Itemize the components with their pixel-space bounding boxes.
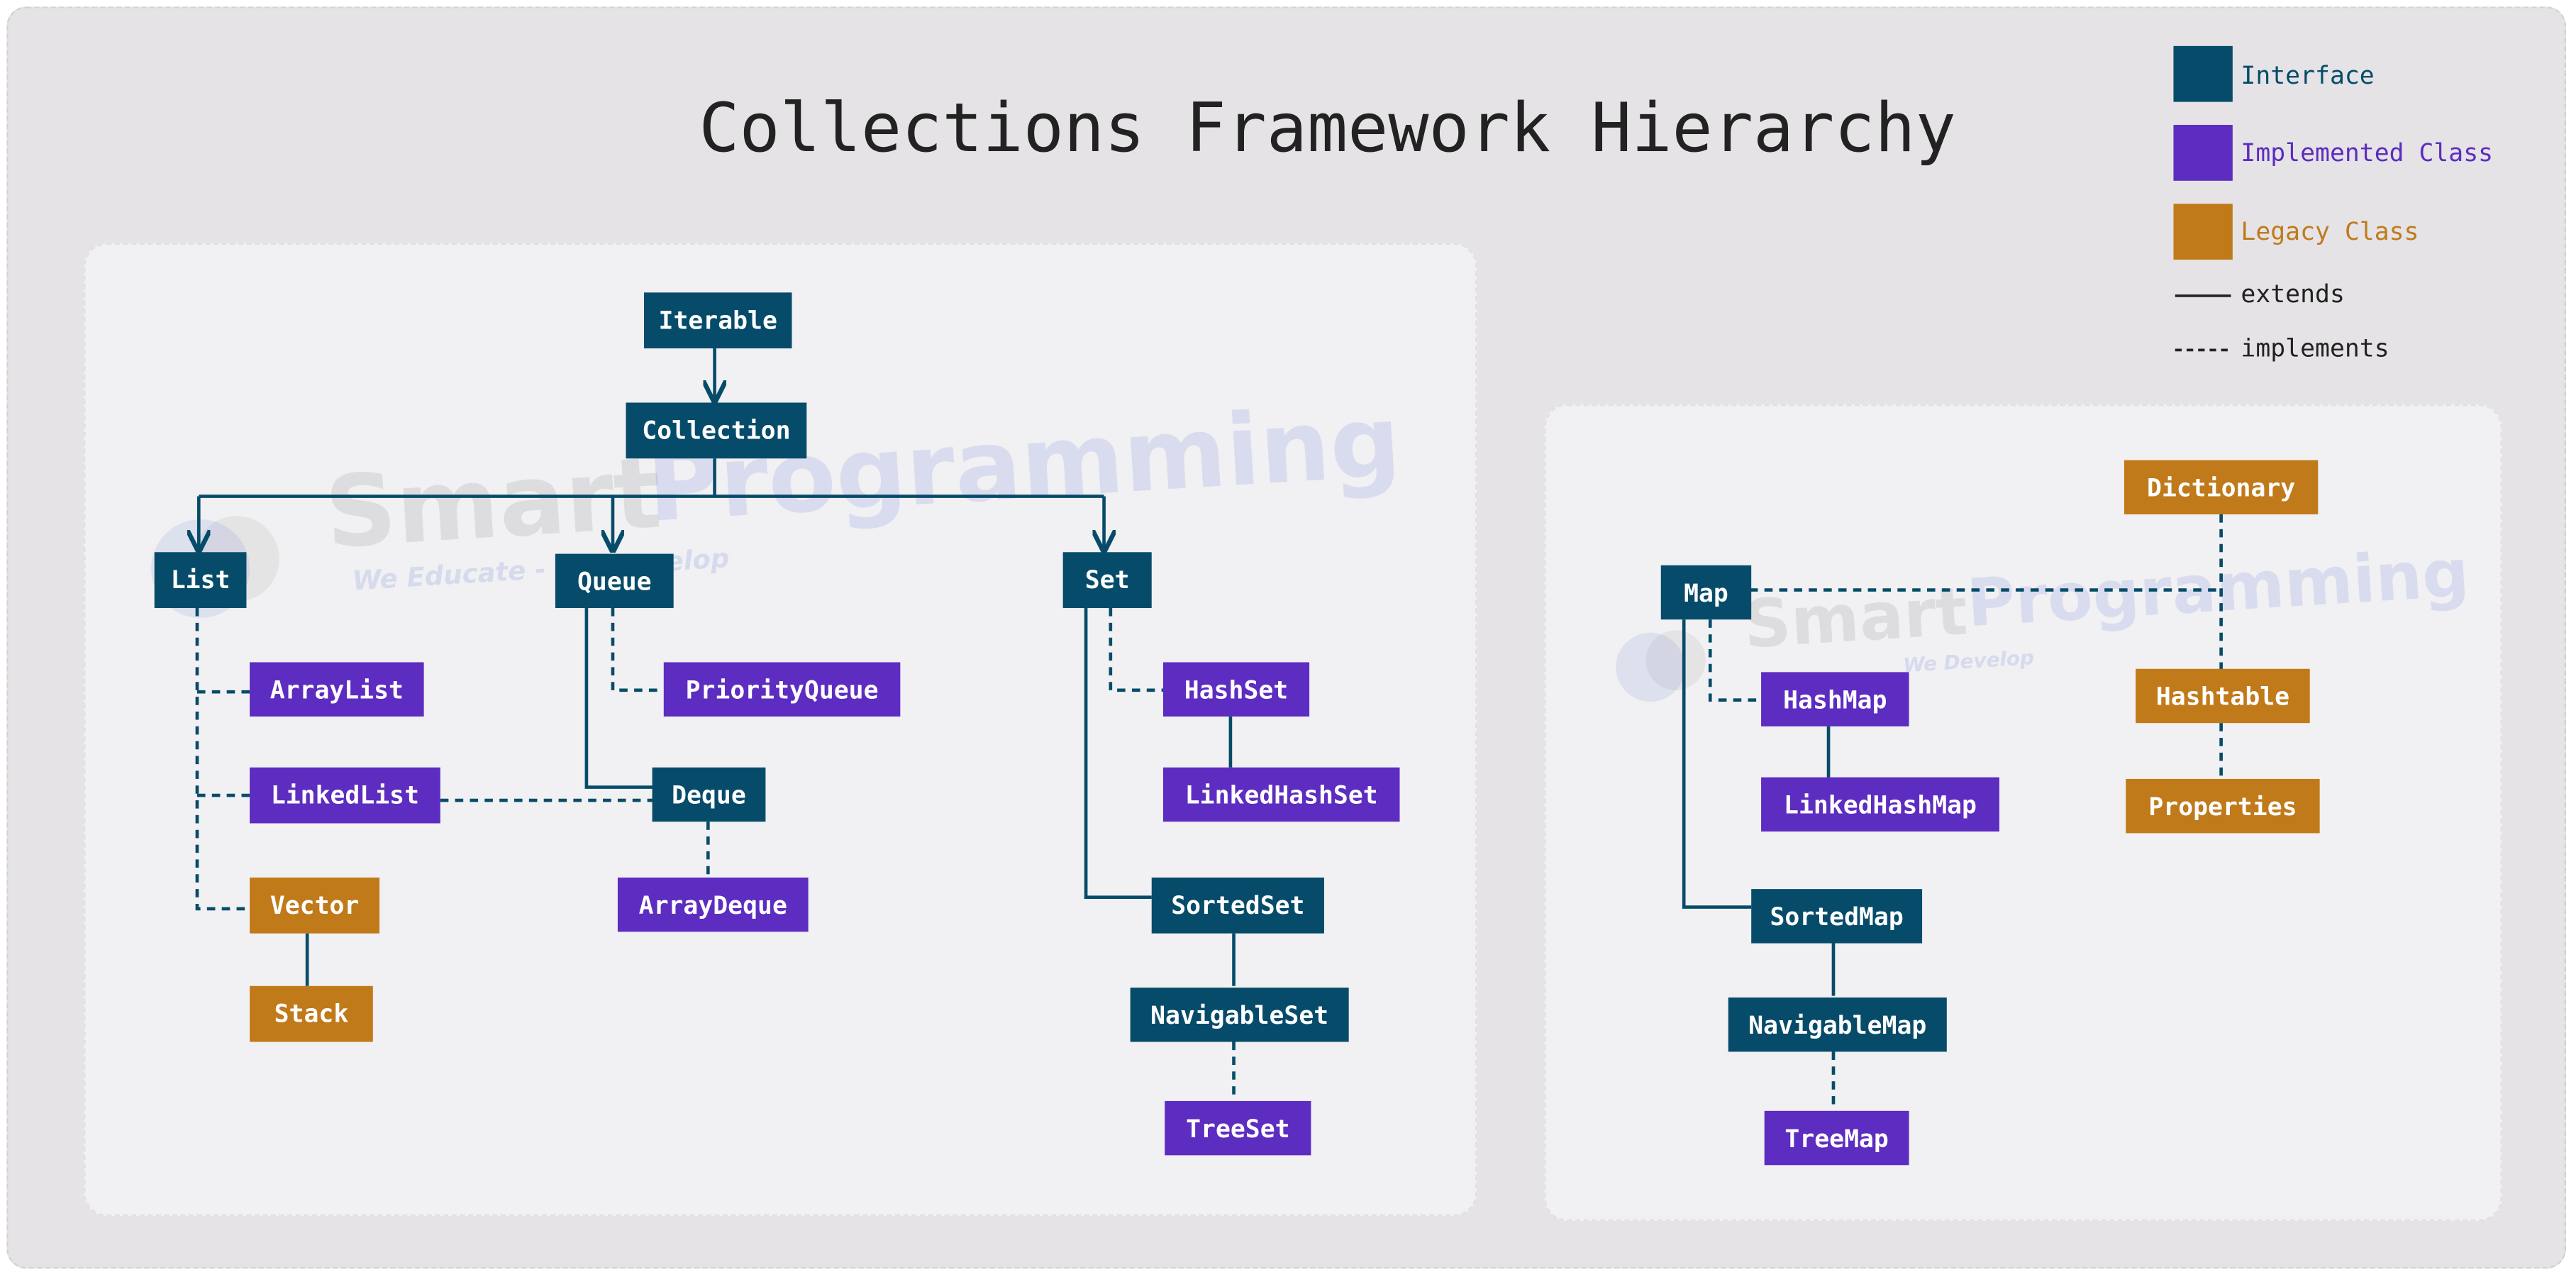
- node-sortedset[interactable]: SortedSet: [1151, 877, 1324, 934]
- node-properties[interactable]: Properties: [2126, 778, 2320, 834]
- node-arraydeque[interactable]: ArrayDeque: [617, 877, 809, 932]
- node-stack[interactable]: Stack: [250, 985, 373, 1042]
- legend-interface-swatch: [2173, 45, 2233, 102]
- node-treemap[interactable]: TreeMap: [1764, 1110, 1909, 1166]
- node-queue[interactable]: Queue: [555, 553, 674, 609]
- map-panel: [1544, 404, 2502, 1222]
- node-hashtable[interactable]: Hashtable: [2136, 668, 2310, 724]
- node-hashset[interactable]: HashSet: [1162, 662, 1310, 717]
- legend-extends-line: [2175, 294, 2231, 297]
- node-deque[interactable]: Deque: [652, 767, 766, 822]
- node-linkedhashmap[interactable]: LinkedHashMap: [1761, 777, 1999, 832]
- legend-implements-label: implements: [2241, 333, 2389, 363]
- node-vector[interactable]: Vector: [250, 877, 380, 934]
- node-iterable[interactable]: Iterable: [643, 292, 792, 349]
- legend-implements-line: [2175, 348, 2231, 352]
- node-arraylist[interactable]: ArrayList: [250, 662, 424, 717]
- node-sortedmap[interactable]: SortedMap: [1751, 889, 1923, 944]
- diagram-title: Collections Framework Hierarchy: [699, 89, 1956, 168]
- legend-interface-label: Interface: [2241, 60, 2375, 91]
- edge-set-hashset: [1109, 608, 1163, 692]
- node-list[interactable]: List: [154, 552, 247, 609]
- node-map[interactable]: Map: [1660, 565, 1752, 620]
- node-navigableset[interactable]: NavigableSet: [1130, 988, 1349, 1042]
- node-navigablemap[interactable]: NavigableMap: [1728, 997, 1947, 1052]
- edge-map-hashmap: [1708, 619, 1762, 702]
- node-collection[interactable]: Collection: [626, 402, 807, 459]
- node-linkedlist[interactable]: LinkedList: [250, 767, 440, 824]
- node-treeset[interactable]: TreeSet: [1165, 1100, 1311, 1156]
- legend-legacy-swatch: [2173, 204, 2233, 260]
- legend-implemented-swatch: [2173, 125, 2233, 181]
- node-set[interactable]: Set: [1062, 552, 1152, 609]
- legend-legacy-label: Legacy Class: [2241, 216, 2419, 247]
- edge-set-sortedset: [1084, 608, 1152, 900]
- legend-implemented-label: Implemented Class: [2241, 138, 2494, 168]
- watermark-logo-icon: [1616, 630, 1706, 702]
- edge-queue-priorityqueue: [611, 608, 664, 692]
- edge-queue-deque: [584, 608, 654, 789]
- edge-map-sortedmap: [1682, 619, 1752, 909]
- node-linkedhashset[interactable]: LinkedHashSet: [1162, 767, 1400, 822]
- node-dictionary[interactable]: Dictionary: [2123, 460, 2319, 515]
- legend-extends-label: extends: [2241, 279, 2345, 309]
- edge-list-vector: [195, 608, 250, 911]
- node-hashmap[interactable]: HashMap: [1761, 672, 1909, 726]
- node-priorityqueue[interactable]: PriorityQueue: [663, 662, 901, 717]
